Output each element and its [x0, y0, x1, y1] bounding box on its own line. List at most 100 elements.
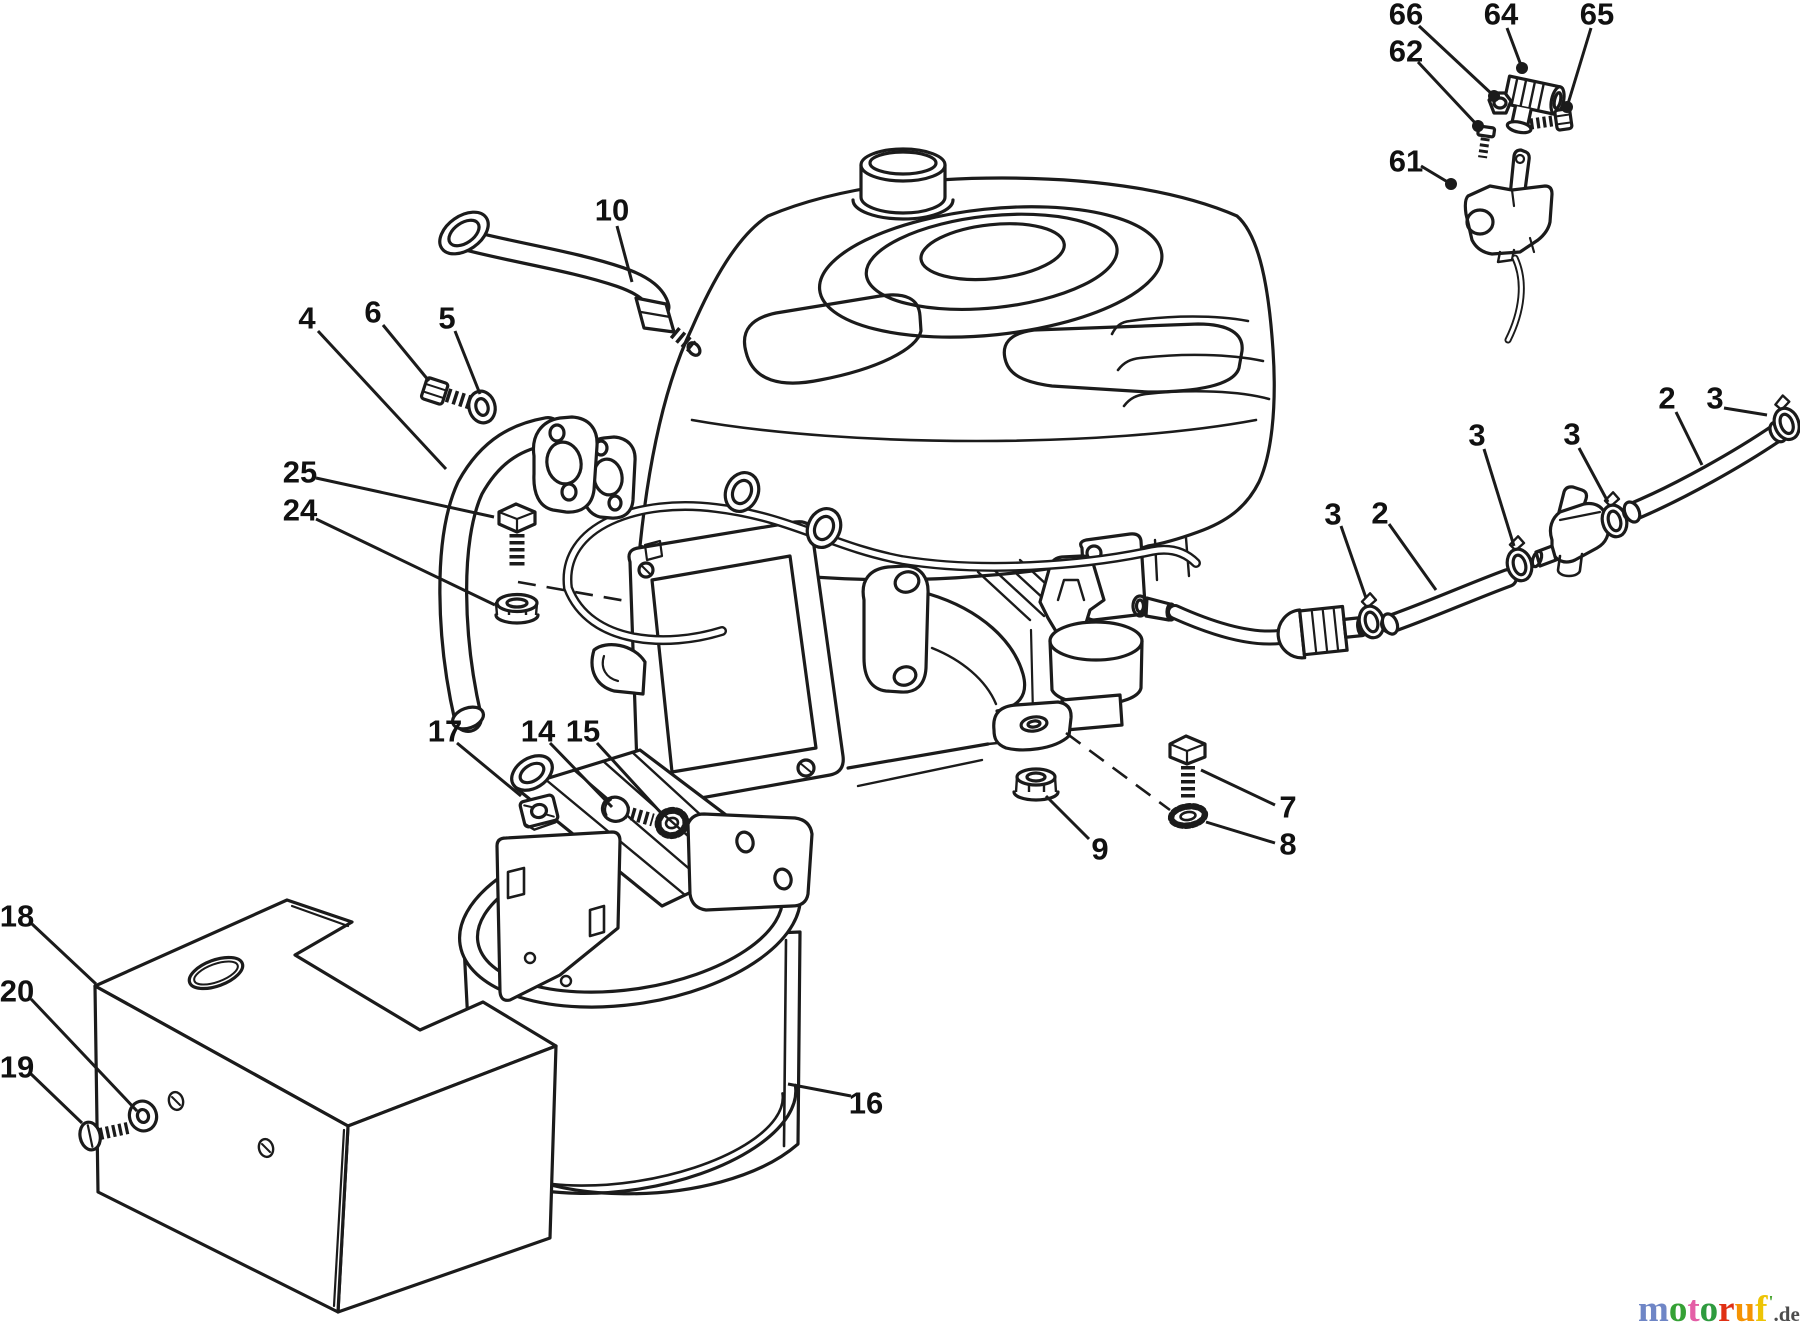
- leader-line-3c: [1577, 447, 1610, 503]
- motoruf-watermark: motoruf'.de: [1638, 1288, 1800, 1331]
- leader-line-14: [548, 741, 614, 809]
- logo-letter-r: r: [1718, 1289, 1735, 1330]
- leader-dot-65: [1561, 101, 1573, 113]
- part-number-2b: 2: [1658, 381, 1675, 416]
- part-number-64: 64: [1484, 0, 1519, 32]
- oil-cap: [851, 147, 955, 221]
- housing-recess-right: [1002, 322, 1244, 394]
- throttle-control-part61: [1463, 148, 1554, 344]
- breather-hose-part10: [438, 210, 702, 357]
- leader-line-7: [1200, 768, 1276, 807]
- leader-line-6: [381, 324, 431, 382]
- part-number-19: 19: [0, 1050, 34, 1085]
- part-number-2a: 2: [1371, 496, 1388, 531]
- bracket-side-plate: [495, 830, 622, 1002]
- heat-shield-part18: [93, 898, 558, 1314]
- flywheel-ovals: [817, 205, 1164, 339]
- leader-line-2b: [1674, 411, 1704, 466]
- bracket-mount-plate: [686, 812, 814, 912]
- washer-part15: [654, 806, 690, 840]
- part-number-9: 9: [1091, 832, 1108, 867]
- hose-fitting: [634, 296, 702, 357]
- tank-contours: [690, 315, 1271, 443]
- leader-line-3d: [1723, 406, 1768, 417]
- part-number-3a: 3: [1324, 497, 1341, 532]
- part-number-18: 18: [0, 899, 34, 934]
- dashed-link-0: [517, 580, 627, 603]
- leader-line-66: [1417, 24, 1496, 98]
- housing-recess-left: [743, 293, 923, 385]
- part-number-4: 4: [298, 301, 316, 336]
- part-number-8: 8: [1279, 827, 1296, 862]
- leader-line-24: [315, 517, 496, 607]
- hose-cuff: [438, 210, 490, 256]
- square-nut-part17: [518, 793, 560, 831]
- part-number-3d: 3: [1706, 381, 1723, 416]
- leader-line-62: [1416, 60, 1480, 128]
- engine-housing: [638, 176, 1276, 582]
- washer-part8: [1167, 803, 1209, 829]
- leader-line-20: [29, 997, 139, 1113]
- hose-clamp-3d: [1772, 394, 1800, 442]
- part-number-14: 14: [521, 714, 556, 749]
- leader-dot-66: [1488, 90, 1500, 102]
- motoruf-logo-letters: motoruf: [1638, 1289, 1768, 1330]
- logo-letter-o: o: [1668, 1289, 1688, 1330]
- hose-barb-part64: [1502, 74, 1566, 135]
- bolt-part25: [497, 502, 537, 568]
- part-number-24: 24: [283, 493, 318, 528]
- hose-clamp-3b: [1505, 535, 1534, 583]
- leader-dot-62: [1472, 120, 1484, 132]
- alignment-dashes: [517, 580, 1171, 812]
- leader-line-15: [595, 741, 664, 816]
- part-number-3b: 3: [1468, 418, 1485, 453]
- shroud-clips: [723, 471, 843, 549]
- part-number-5: 5: [438, 301, 455, 336]
- flange-nut-part24: [494, 592, 540, 625]
- logo-tick: ': [1768, 1291, 1774, 1312]
- engine-exhaust-flange: [861, 564, 1027, 713]
- part-number-17: 17: [428, 714, 462, 749]
- part-number-3c: 3: [1563, 417, 1580, 452]
- part-number-65: 65: [1580, 0, 1614, 32]
- exhaust-pipe-part4: [438, 416, 563, 733]
- engine-base: [590, 539, 1067, 788]
- leader-line-8: [1205, 820, 1276, 845]
- leader-line-18: [30, 922, 98, 986]
- leader-line-65: [1565, 27, 1593, 108]
- part-number-16: 16: [849, 1086, 883, 1121]
- muffler-inlet-stub: [510, 754, 554, 792]
- leader-line-17: [456, 741, 522, 798]
- part-number-20: 20: [0, 974, 34, 1009]
- leader-line-16: [787, 1082, 852, 1098]
- part-number-15: 15: [566, 714, 600, 749]
- muffler-bracket: [495, 748, 814, 1002]
- fuel-line-assembly: [1167, 394, 1800, 660]
- logo-letter-o: o: [1699, 1289, 1719, 1330]
- logo-letter-f: f: [1755, 1289, 1768, 1330]
- engine-illustration: [562, 147, 1276, 809]
- leader-line-4: [316, 329, 448, 471]
- bolt-part7: [1168, 734, 1207, 800]
- part-number-62: 62: [1389, 34, 1423, 69]
- logo-suffix: .de: [1773, 1302, 1800, 1326]
- fuel-filter: [1276, 604, 1368, 660]
- routed-cable-tube: [562, 500, 1201, 646]
- part-number-25: 25: [283, 455, 317, 490]
- carburetor-assembly: [1029, 554, 1177, 732]
- air-box: [627, 520, 845, 809]
- screw-part19: [78, 1120, 133, 1152]
- dashed-link-1: [1065, 731, 1171, 812]
- leader-line-3a: [1339, 525, 1368, 599]
- mounting-foot: [992, 700, 1073, 752]
- part-number-6: 6: [364, 295, 381, 330]
- logo-letter-m: m: [1638, 1289, 1669, 1330]
- leader-line-25: [315, 476, 495, 519]
- leader-dot-64: [1516, 62, 1528, 74]
- leader-dot-61: [1445, 178, 1457, 190]
- leader-line-10: [615, 225, 634, 283]
- exhaust-gaskets: [531, 415, 637, 520]
- leader-line-5: [453, 330, 482, 395]
